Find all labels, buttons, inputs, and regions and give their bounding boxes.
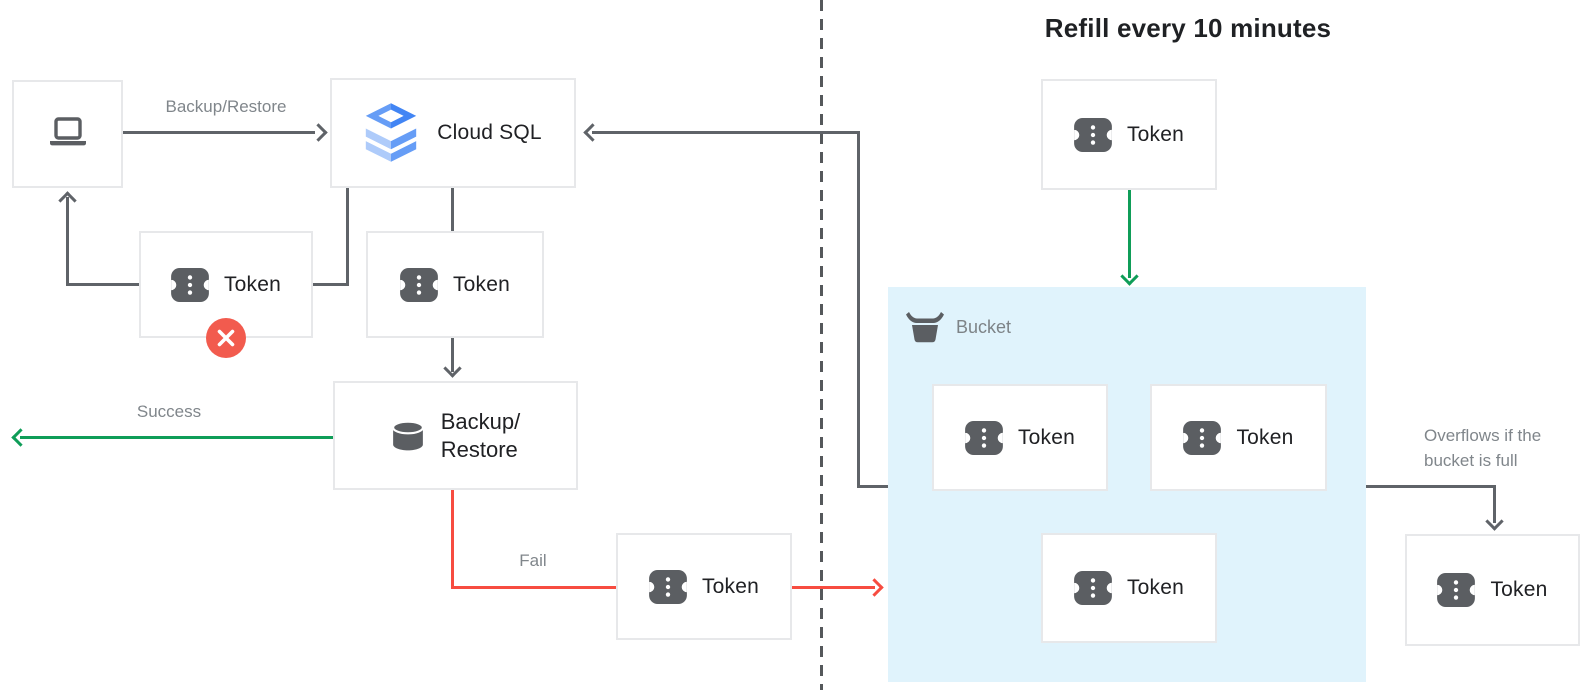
connector-failed-token-cloudsql-v: [346, 188, 349, 286]
token-label: Token: [1126, 122, 1185, 146]
backup-restore-node: Backup/ Restore: [333, 381, 578, 490]
token-label: Token: [1017, 425, 1076, 449]
connector-bucket-cloudsql-h2: [857, 485, 888, 488]
connector-overflow-v: [1493, 485, 1496, 523]
connector-bucket-cloudsql-h1: [592, 131, 859, 134]
success-label: Success: [136, 402, 202, 421]
connector-failed-token-client-h: [66, 283, 139, 286]
token-icon: [1437, 573, 1476, 607]
bucket-token-1: Token: [932, 384, 1108, 491]
arrowhead-right-red-icon: [865, 578, 884, 597]
token-icon: [964, 420, 1003, 455]
arrowhead-down-icon: [443, 359, 462, 378]
overflow-label-line1: Overflows if the: [1424, 426, 1542, 445]
arrowhead-down-icon: [1485, 512, 1504, 531]
token-label: Token: [1236, 425, 1294, 449]
connector-bucket-cloudsql-v: [857, 131, 860, 488]
fail-token-node: Token: [616, 533, 792, 640]
connector-queued-token-backup: [451, 338, 454, 372]
connector-failed-token-cloudsql-h: [313, 283, 349, 286]
bucket-token-2: Token: [1150, 384, 1327, 491]
dashed-divider: [820, 0, 823, 690]
database-icon: [391, 420, 425, 451]
token-icon: [1073, 571, 1112, 605]
cloud-sql-label: Cloud SQL: [437, 121, 542, 144]
token-label: Token: [452, 272, 511, 296]
token-label: Token: [701, 574, 760, 598]
connector-overflow-h: [1366, 485, 1496, 488]
bucket-header: Bucket: [906, 311, 1011, 343]
backup-restore-label-line1: Backup/: [440, 408, 521, 434]
cloud-sql-icon: [364, 103, 418, 163]
backup-restore-label: Backup/ Restore: [441, 408, 521, 464]
overflow-label: Overflows if the bucket is full: [1424, 423, 1541, 473]
cloud-sql-node: Cloud SQL: [330, 78, 576, 188]
connector-fail-v: [451, 490, 454, 589]
queued-token-node: Token: [366, 231, 544, 338]
arrowhead-up-icon: [58, 191, 77, 210]
arrowhead-left-green-icon: [11, 428, 30, 447]
laptop-icon: [45, 116, 91, 152]
arrowhead-left-icon: [583, 123, 602, 142]
arrow-label-backup-restore: Backup/Restore: [165, 97, 287, 116]
connector-fail-token-bucket: [792, 586, 875, 589]
connector-refill-bucket: [1128, 190, 1131, 278]
token-label: Token: [1126, 576, 1185, 599]
refill-title: Refill every 10 minutes: [1044, 13, 1332, 43]
connector-failed-token-client-v: [66, 197, 69, 286]
refill-token-node: Token: [1041, 79, 1217, 190]
bucket-token-3: Token: [1041, 533, 1217, 643]
arrowhead-down-green-icon: [1120, 267, 1139, 286]
token-label: Token: [1490, 578, 1548, 601]
connector-fail-h: [451, 586, 616, 589]
client-node: [12, 80, 123, 188]
token-icon: [1183, 420, 1222, 455]
token-icon: [1073, 117, 1112, 152]
backup-restore-label-line2: Restore: [440, 436, 518, 462]
token-icon: [399, 267, 438, 302]
token-label: Token: [223, 272, 282, 296]
bucket-label: Bucket: [956, 316, 1012, 337]
overflow-label-line2: bucket is full: [1424, 451, 1518, 470]
token-icon: [648, 569, 687, 604]
token-icon: [170, 267, 209, 302]
connector-cloudsql-queued-token: [451, 188, 454, 231]
connector-client-cloudsql: [123, 131, 315, 134]
bucket-icon: [906, 311, 944, 343]
connector-success: [20, 436, 333, 439]
arrowhead-right-icon: [309, 123, 328, 142]
overflow-token-node: Token: [1405, 534, 1580, 646]
error-x-icon: [206, 318, 246, 358]
fail-label: Fail: [519, 551, 547, 570]
